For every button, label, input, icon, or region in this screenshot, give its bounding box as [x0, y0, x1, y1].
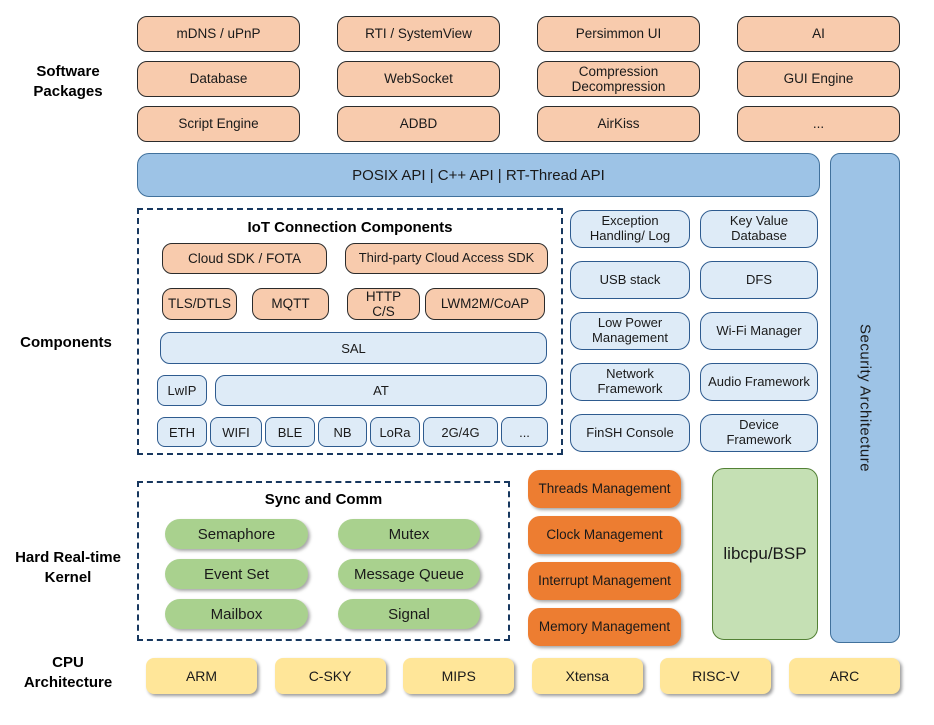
- eth-box: ETH: [157, 417, 207, 447]
- package-websocket: WebSocket: [337, 61, 500, 97]
- mips-box: MIPS: [403, 658, 515, 694]
- sal-row: SAL: [160, 332, 547, 364]
- tls-dtls-box: TLS/DTLS: [162, 288, 237, 320]
- exception-handling-log-box: Exception Handling/ Log: [570, 210, 690, 248]
- link-layer-row: ETH WIFI BLE NB LoRa 2G/4G ...: [157, 417, 548, 447]
- usb-stack-box: USB stack: [570, 261, 690, 299]
- software-packages-grid: mDNS / uPnP RTI / SystemView Persimmon U…: [137, 16, 900, 142]
- management-column: Threads Management Clock Management Inte…: [528, 470, 681, 646]
- arm-box: ARM: [146, 658, 257, 694]
- message-queue-pill: Message Queue: [338, 559, 480, 589]
- http-cs-box: HTTP C/S: [347, 288, 420, 320]
- arc-box: ARC: [788, 658, 900, 694]
- cloud-sdk-fota-box: Cloud SDK / FOTA: [162, 243, 327, 274]
- cpu-architecture-label: CPU Architecture: [23, 654, 113, 691]
- package-more: ...: [737, 106, 900, 142]
- sync-and-comm-box: Sync and Comm Semaphore Mutex Event Set …: [137, 481, 510, 641]
- package-adbd: ADBD: [337, 106, 500, 142]
- iot-title: IoT Connection Components: [247, 219, 453, 236]
- device-framework-box: Device Framework: [700, 414, 818, 452]
- network-framework-box: Network Framework: [570, 363, 690, 401]
- iot-sdk-row: Cloud SDK / FOTA Third-party Cloud Acces…: [162, 243, 548, 274]
- component-boxes-grid: Exception Handling/ Log Key Value Databa…: [570, 210, 818, 452]
- package-ai: AI: [737, 16, 900, 52]
- risc-v-box: RISC-V: [660, 658, 772, 694]
- software-packages-label: Software Packages: [33, 63, 103, 100]
- at-bar: AT: [215, 375, 547, 406]
- wifi-manager-box: Wi-Fi Manager: [700, 312, 818, 350]
- sync-and-comm-title: Sync and Comm: [264, 491, 383, 508]
- package-gui-engine: GUI Engine: [737, 61, 900, 97]
- 2g4g-box: 2G/4G: [423, 417, 498, 447]
- c-sky-box: C-SKY: [274, 658, 386, 694]
- package-persimmon-ui: Persimmon UI: [537, 16, 700, 52]
- key-value-database-box: Key Value Database: [700, 210, 818, 248]
- audio-framework-box: Audio Framework: [700, 363, 818, 401]
- package-rti-systemview: RTI / SystemView: [337, 16, 500, 52]
- sal-bar: SAL: [160, 332, 547, 364]
- libcpu-bsp-box: libcpu/BSP: [712, 468, 818, 640]
- security-architecture-text: Security Architecture: [856, 323, 874, 473]
- package-compression: Compression Decompression: [537, 61, 700, 97]
- mutex-pill: Mutex: [338, 519, 480, 549]
- wifi-box: WIFI: [210, 417, 262, 447]
- threads-management-box: Threads Management: [528, 470, 681, 508]
- iot-connection-components-box: IoT Connection Components Cloud SDK / FO…: [137, 208, 563, 455]
- clock-management-box: Clock Management: [528, 516, 681, 554]
- xtensa-box: Xtensa: [531, 658, 643, 694]
- semaphore-pill: Semaphore: [165, 519, 308, 549]
- cpu-architecture-row: ARM C-SKY MIPS Xtensa RISC-V ARC: [146, 658, 900, 694]
- low-power-management-box: Low Power Management: [570, 312, 690, 350]
- package-database: Database: [137, 61, 300, 97]
- nb-box: NB: [318, 417, 367, 447]
- package-mdns-upnp: mDNS / uPnP: [137, 16, 300, 52]
- thirdparty-cloud-sdk-box: Third-party Cloud Access SDK: [345, 243, 548, 274]
- lora-box: LoRa: [370, 417, 420, 447]
- mqtt-box: MQTT: [252, 288, 329, 320]
- lwip-box: LwIP: [157, 375, 207, 406]
- package-script-engine: Script Engine: [137, 106, 300, 142]
- package-airkiss: AirKiss: [537, 106, 700, 142]
- iot-protocol-row: TLS/DTLS MQTT HTTP C/S LWM2M/CoAP: [162, 288, 545, 320]
- ble-box: BLE: [265, 417, 315, 447]
- signal-pill: Signal: [338, 599, 480, 629]
- security-architecture-bar: Security Architecture: [830, 153, 900, 643]
- dfs-box: DFS: [700, 261, 818, 299]
- api-bar: POSIX API | C++ API | RT-Thread API: [137, 153, 820, 197]
- finsh-console-box: FinSH Console: [570, 414, 690, 452]
- mailbox-pill: Mailbox: [165, 599, 308, 629]
- lwm2m-coap-box: LWM2M/CoAP: [425, 288, 545, 320]
- link-more-box: ...: [501, 417, 548, 447]
- at-row: LwIP AT: [157, 375, 547, 406]
- interrupt-management-box: Interrupt Management: [528, 562, 681, 600]
- components-label: Components: [20, 334, 112, 351]
- kernel-label: Hard Real-time Kernel: [15, 549, 121, 586]
- memory-management-box: Memory Management: [528, 608, 681, 646]
- sync-and-comm-grid: Semaphore Mutex Event Set Message Queue …: [165, 519, 480, 629]
- event-set-pill: Event Set: [165, 559, 308, 589]
